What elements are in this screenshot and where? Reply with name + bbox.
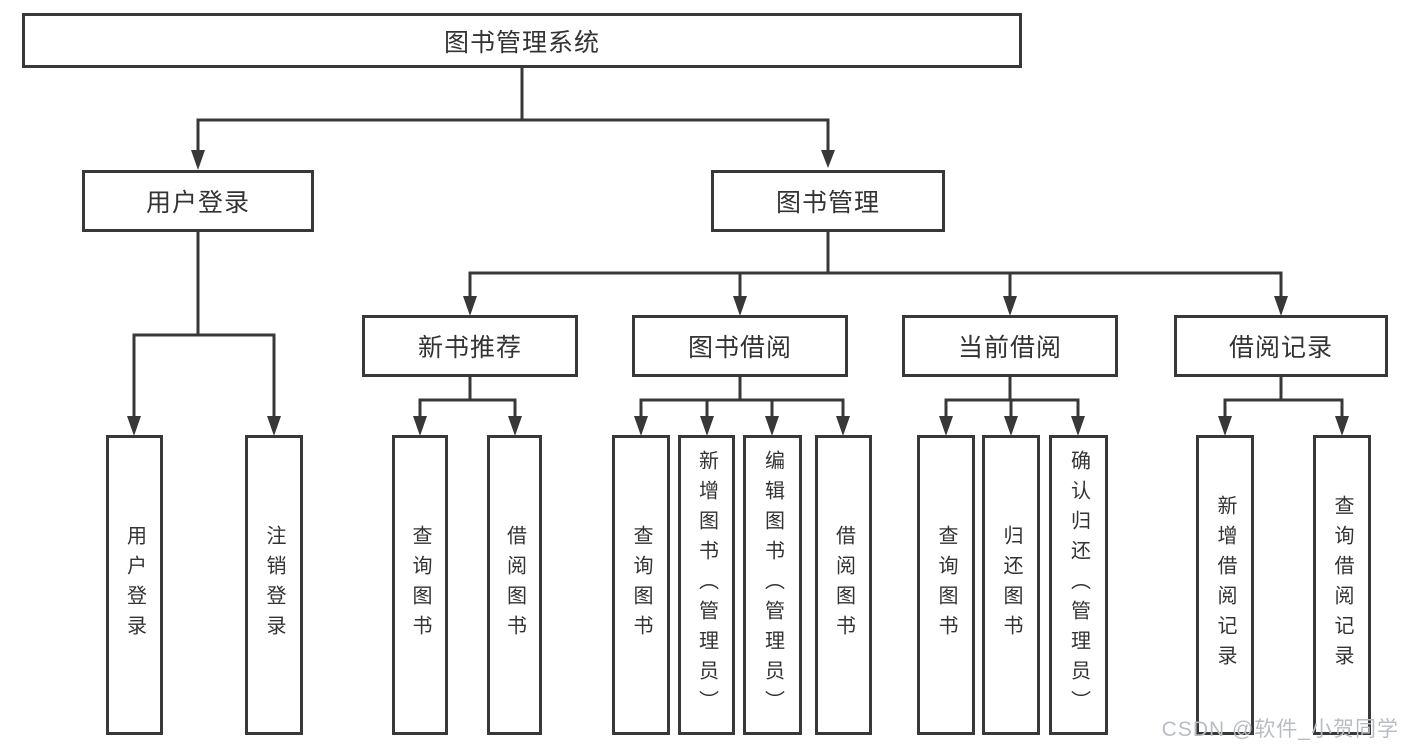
leaf-add-book-admin-label: 新增图书（管理员）: [695, 450, 718, 720]
leaf-query-borrow-record-label: 查询借阅记录: [1331, 495, 1353, 675]
node-current-borrowing: 当前借阅: [902, 315, 1118, 377]
leaf-query-books-current: 查询图书: [917, 435, 975, 735]
node-borrowing-records: 借阅记录: [1174, 315, 1388, 377]
leaf-confirm-return-admin: 确认归还（管理员）: [1049, 435, 1108, 735]
leaf-borrow-books-recommend-label: 借阅图书: [503, 525, 526, 645]
leaf-confirm-return-admin-label: 确认归还（管理员）: [1067, 450, 1090, 720]
leaf-borrow-books-borrowing: 借阅图书: [815, 435, 872, 735]
leaf-query-borrow-record: 查询借阅记录: [1313, 435, 1371, 735]
leaf-add-book-admin: 新增图书（管理员）: [678, 435, 735, 735]
leaf-query-books-recommend: 查询图书: [392, 435, 448, 735]
leaf-add-borrow-record: 新增借阅记录: [1196, 435, 1254, 735]
node-new-book-recommendation: 新书推荐: [362, 315, 578, 377]
node-user-login: 用户登录: [82, 170, 314, 232]
leaf-return-books-label: 归还图书: [1000, 525, 1022, 645]
leaf-borrow-books-recommend: 借阅图书: [487, 435, 542, 735]
leaf-query-books-borrowing-label: 查询图书: [630, 525, 652, 645]
leaf-edit-book-admin-label: 编辑图书（管理员）: [761, 450, 784, 720]
leaf-logout: 注销登录: [245, 435, 303, 735]
leaf-query-books-borrowing: 查询图书: [612, 435, 670, 735]
node-book-management: 图书管理: [711, 170, 945, 232]
leaf-query-books-current-label: 查询图书: [935, 525, 957, 645]
node-library-system: 图书管理系统: [22, 13, 1022, 68]
leaf-user-login: 用户登录: [106, 435, 163, 735]
leaf-edit-book-admin: 编辑图书（管理员）: [743, 435, 802, 735]
leaf-user-login-label: 用户登录: [123, 525, 146, 645]
leaf-borrow-books-borrowing-label: 借阅图书: [832, 525, 855, 645]
node-book-borrowing: 图书借阅: [632, 315, 848, 377]
leaf-logout-label: 注销登录: [263, 525, 285, 645]
csdn-watermark: CSDN @软件_小贺同学: [1161, 718, 1399, 741]
leaf-add-borrow-record-label: 新增借阅记录: [1214, 495, 1236, 675]
leaf-return-books: 归还图书: [982, 435, 1040, 735]
leaf-query-books-recommend-label: 查询图书: [409, 525, 431, 645]
